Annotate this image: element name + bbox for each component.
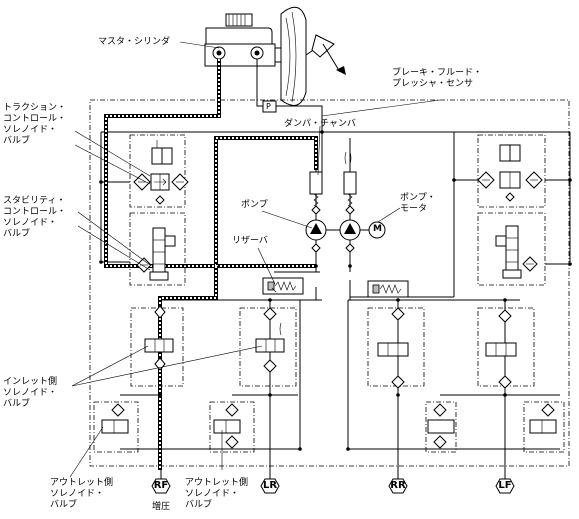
damper-chamber bbox=[309, 151, 357, 207]
pressure-increase-label: 増圧 bbox=[152, 502, 171, 512]
pump-motor bbox=[368, 221, 386, 239]
pressure-sensor-tag: P bbox=[266, 102, 271, 111]
inlet-valve-label: インレット側 ソレノイド・ バルブ bbox=[3, 377, 58, 409]
master-cylinder-feed-lines bbox=[104, 59, 318, 470]
port-lr-label: LR bbox=[262, 480, 278, 491]
hydraulic-unit-boundary bbox=[89, 99, 570, 467]
pump-label: ポンプ bbox=[241, 200, 268, 210]
inlet-valve-rr bbox=[367, 307, 425, 389]
traction-valve-label: トラクション・ コントロール・ ソレノイド・ バルブ bbox=[3, 103, 67, 146]
outlet-valve-rr bbox=[425, 401, 457, 453]
stability-valve-label: スタビリティ・ コントロール・ ソレノイド・ バルブ bbox=[3, 196, 67, 239]
pressure-sensor bbox=[262, 100, 277, 113]
port-rr-label: RR bbox=[390, 480, 406, 491]
traction-control-valve-block bbox=[129, 134, 189, 208]
outlet-valve-label-left: アウトレット側 ソレノイド・ バルブ bbox=[50, 478, 114, 510]
damper-chamber-label: ダンパ・チャンバ bbox=[284, 119, 356, 129]
inlet-valve-lf bbox=[477, 307, 535, 389]
outlet-valve-lf bbox=[523, 401, 565, 453]
outlet-valve-rf bbox=[93, 401, 139, 453]
outlet-valve-lr bbox=[209, 401, 255, 453]
traction-control-valve-block-right bbox=[477, 134, 546, 208]
master-cylinder-label: マスタ・シリンダ bbox=[98, 37, 171, 47]
inlet-valve-lr bbox=[239, 307, 297, 387]
stability-control-valve-block-right bbox=[477, 212, 546, 286]
port-lf-label: LF bbox=[498, 480, 512, 491]
port-rf-label: RF bbox=[153, 480, 169, 491]
master-cylinder bbox=[204, 13, 282, 67]
port-hexagons bbox=[151, 470, 515, 494]
hydraulic-lines bbox=[100, 59, 571, 470]
reservoir-label: リザーバ bbox=[232, 236, 268, 246]
pressure-sensor-label: ブレーキ・フルード・ プレッシャ・センサ bbox=[392, 68, 483, 89]
pump bbox=[305, 205, 370, 253]
inlet-valve-rf bbox=[130, 305, 184, 387]
leader-lines bbox=[69, 41, 401, 478]
motor-symbol: M bbox=[373, 224, 382, 234]
junction-dots bbox=[99, 130, 572, 451]
outlet-valve-label-right: アウトレット側 ソレノイド・ バルブ bbox=[185, 478, 249, 510]
pump-motor-label: ポンプ・ モータ bbox=[400, 193, 436, 214]
stability-control-valve-block bbox=[129, 212, 186, 286]
brake-booster bbox=[280, 6, 346, 106]
reservoir-left bbox=[262, 277, 304, 295]
reservoir-right bbox=[367, 280, 409, 298]
